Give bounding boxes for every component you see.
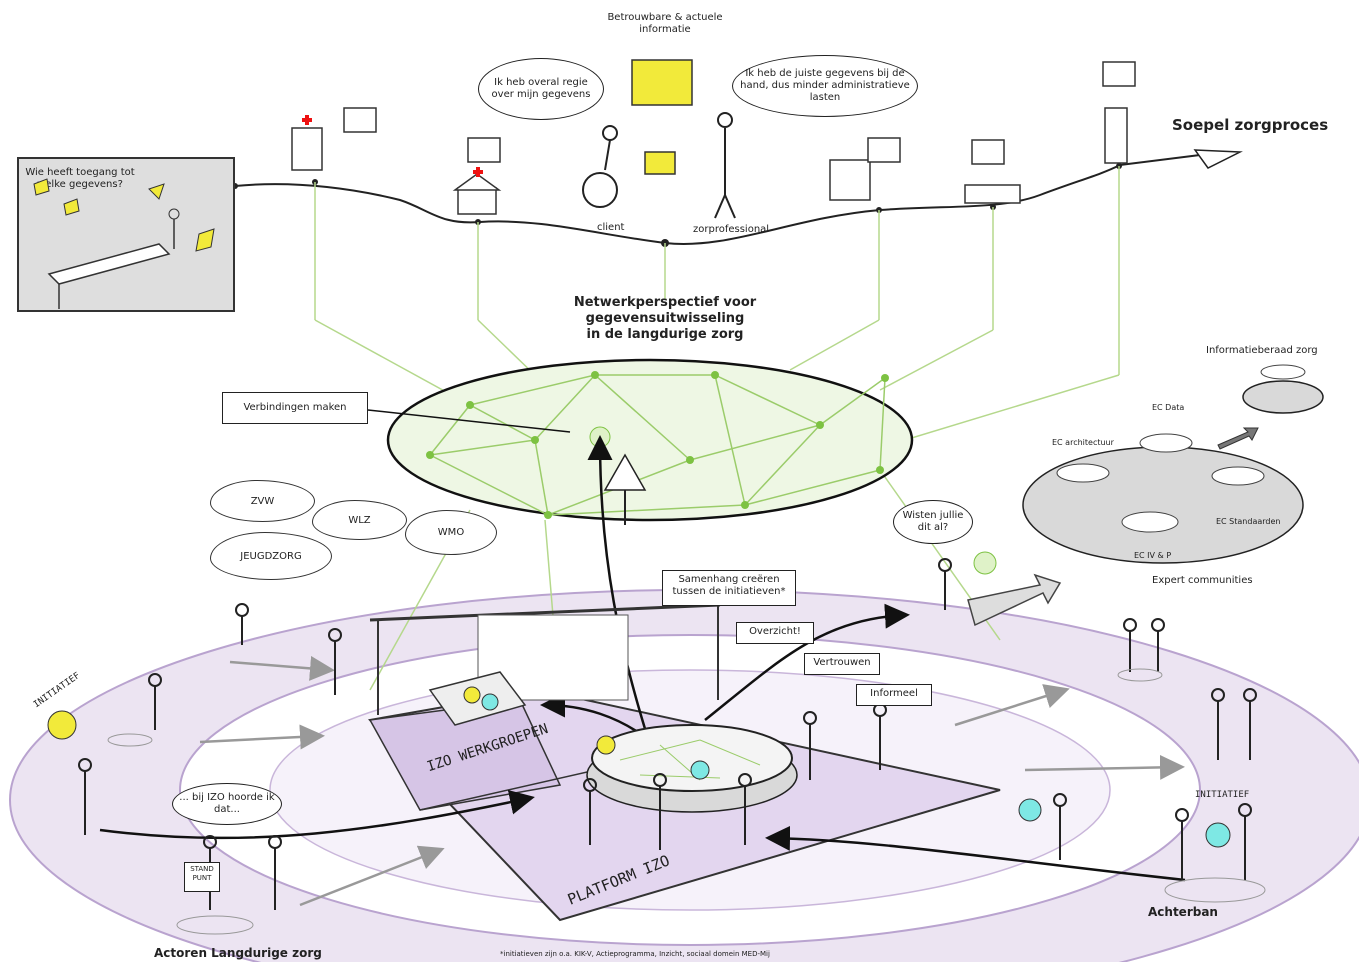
wisten-bubble: Wisten jullie dit al? <box>893 500 973 544</box>
sketch-drawing <box>33 178 215 309</box>
professional-label: zorprofessional <box>693 224 770 235</box>
domain-cloud-jeugdzorg: JEUGDZORG <box>210 532 332 580</box>
initiatief-right-label: INITIATIEF <box>1195 790 1250 800</box>
domain-cloud-zvw: ZVW <box>210 480 315 522</box>
idea-bulb-right-icon <box>1205 822 1231 848</box>
ec-ivp-label: EC IV & P <box>1134 551 1172 560</box>
building-icons <box>291 107 1128 215</box>
overview-label: Overzicht! <box>736 622 814 644</box>
communities-label: Expert communities <box>1152 575 1253 586</box>
grey-arrows <box>199 655 1185 907</box>
informal-label: Informeel <box>856 684 932 706</box>
network-title-line1: Netwerkperspectief voor <box>573 295 757 310</box>
client-figure <box>582 125 618 208</box>
connect-label: Verbindingen maken <box>222 392 368 424</box>
sketch-question: Wie heeft toegang tot welke gegevens? <box>25 167 135 190</box>
izo-bubble: ... bij IZO hoorde ik dat... <box>172 783 282 825</box>
standpunt-sign: STAND PUNT <box>184 862 220 892</box>
medical-cross-icons <box>302 115 483 177</box>
ec-data-label: EC Data <box>1152 403 1185 412</box>
floor-circles <box>107 668 1266 935</box>
board-label: Informatieberaad zorg <box>1206 345 1318 356</box>
backing-label: Achterban <box>1148 905 1218 919</box>
featured-folder-icon <box>631 59 693 106</box>
paper-plane-icon <box>1193 149 1243 169</box>
access-sketch-panel: Wie heeft toegang tot welke gegevens? <box>17 157 235 312</box>
info-label: Betrouwbare & actuele informatie <box>607 12 723 35</box>
footnote: *initiatieven zijn o.a. KIK-V, Actieprog… <box>500 950 770 958</box>
network-title-line3: in de langdurige zorg <box>586 327 744 342</box>
trust-label: Vertrouwen <box>804 653 880 675</box>
client-label: client <box>597 222 625 233</box>
idea-bulb-wisten-icon <box>973 551 997 575</box>
network-title-line2: gegevensuitwisseling <box>585 311 745 326</box>
idea-bulb-mid-icon <box>1018 798 1042 822</box>
domain-cloud-wmo: WMO <box>405 510 497 555</box>
ec-architecture-label: EC architectuur <box>1052 438 1114 447</box>
central-table <box>586 724 798 813</box>
werkgroep-area <box>369 603 721 726</box>
samenhang-label: Samenhang creëren tussen de initiatieven… <box>662 570 796 606</box>
domain-cloud-wlz: WLZ <box>312 500 407 540</box>
document-icon <box>644 151 676 175</box>
ec-standards-label: EC Standaarden <box>1216 517 1281 526</box>
flow-arrows <box>99 435 1186 882</box>
outgoing-arrow-icon <box>967 573 1062 627</box>
network-ellipse <box>367 358 914 525</box>
client-bubble: Ik heb overal regie over mijn gegevens <box>478 58 604 120</box>
professional-figure <box>714 112 736 219</box>
actors-label: Actoren Langdurige zorg <box>154 946 322 960</box>
expert-communities-ellipse <box>1022 364 1324 564</box>
people-figures <box>78 558 1257 910</box>
flow-title: Soepel zorgproces <box>1172 116 1329 134</box>
professional-bubble: Ik heb de juiste gegevens bij de hand, d… <box>732 55 918 117</box>
folder-icons <box>343 61 1136 165</box>
idea-bulb-left-icon <box>47 710 77 740</box>
